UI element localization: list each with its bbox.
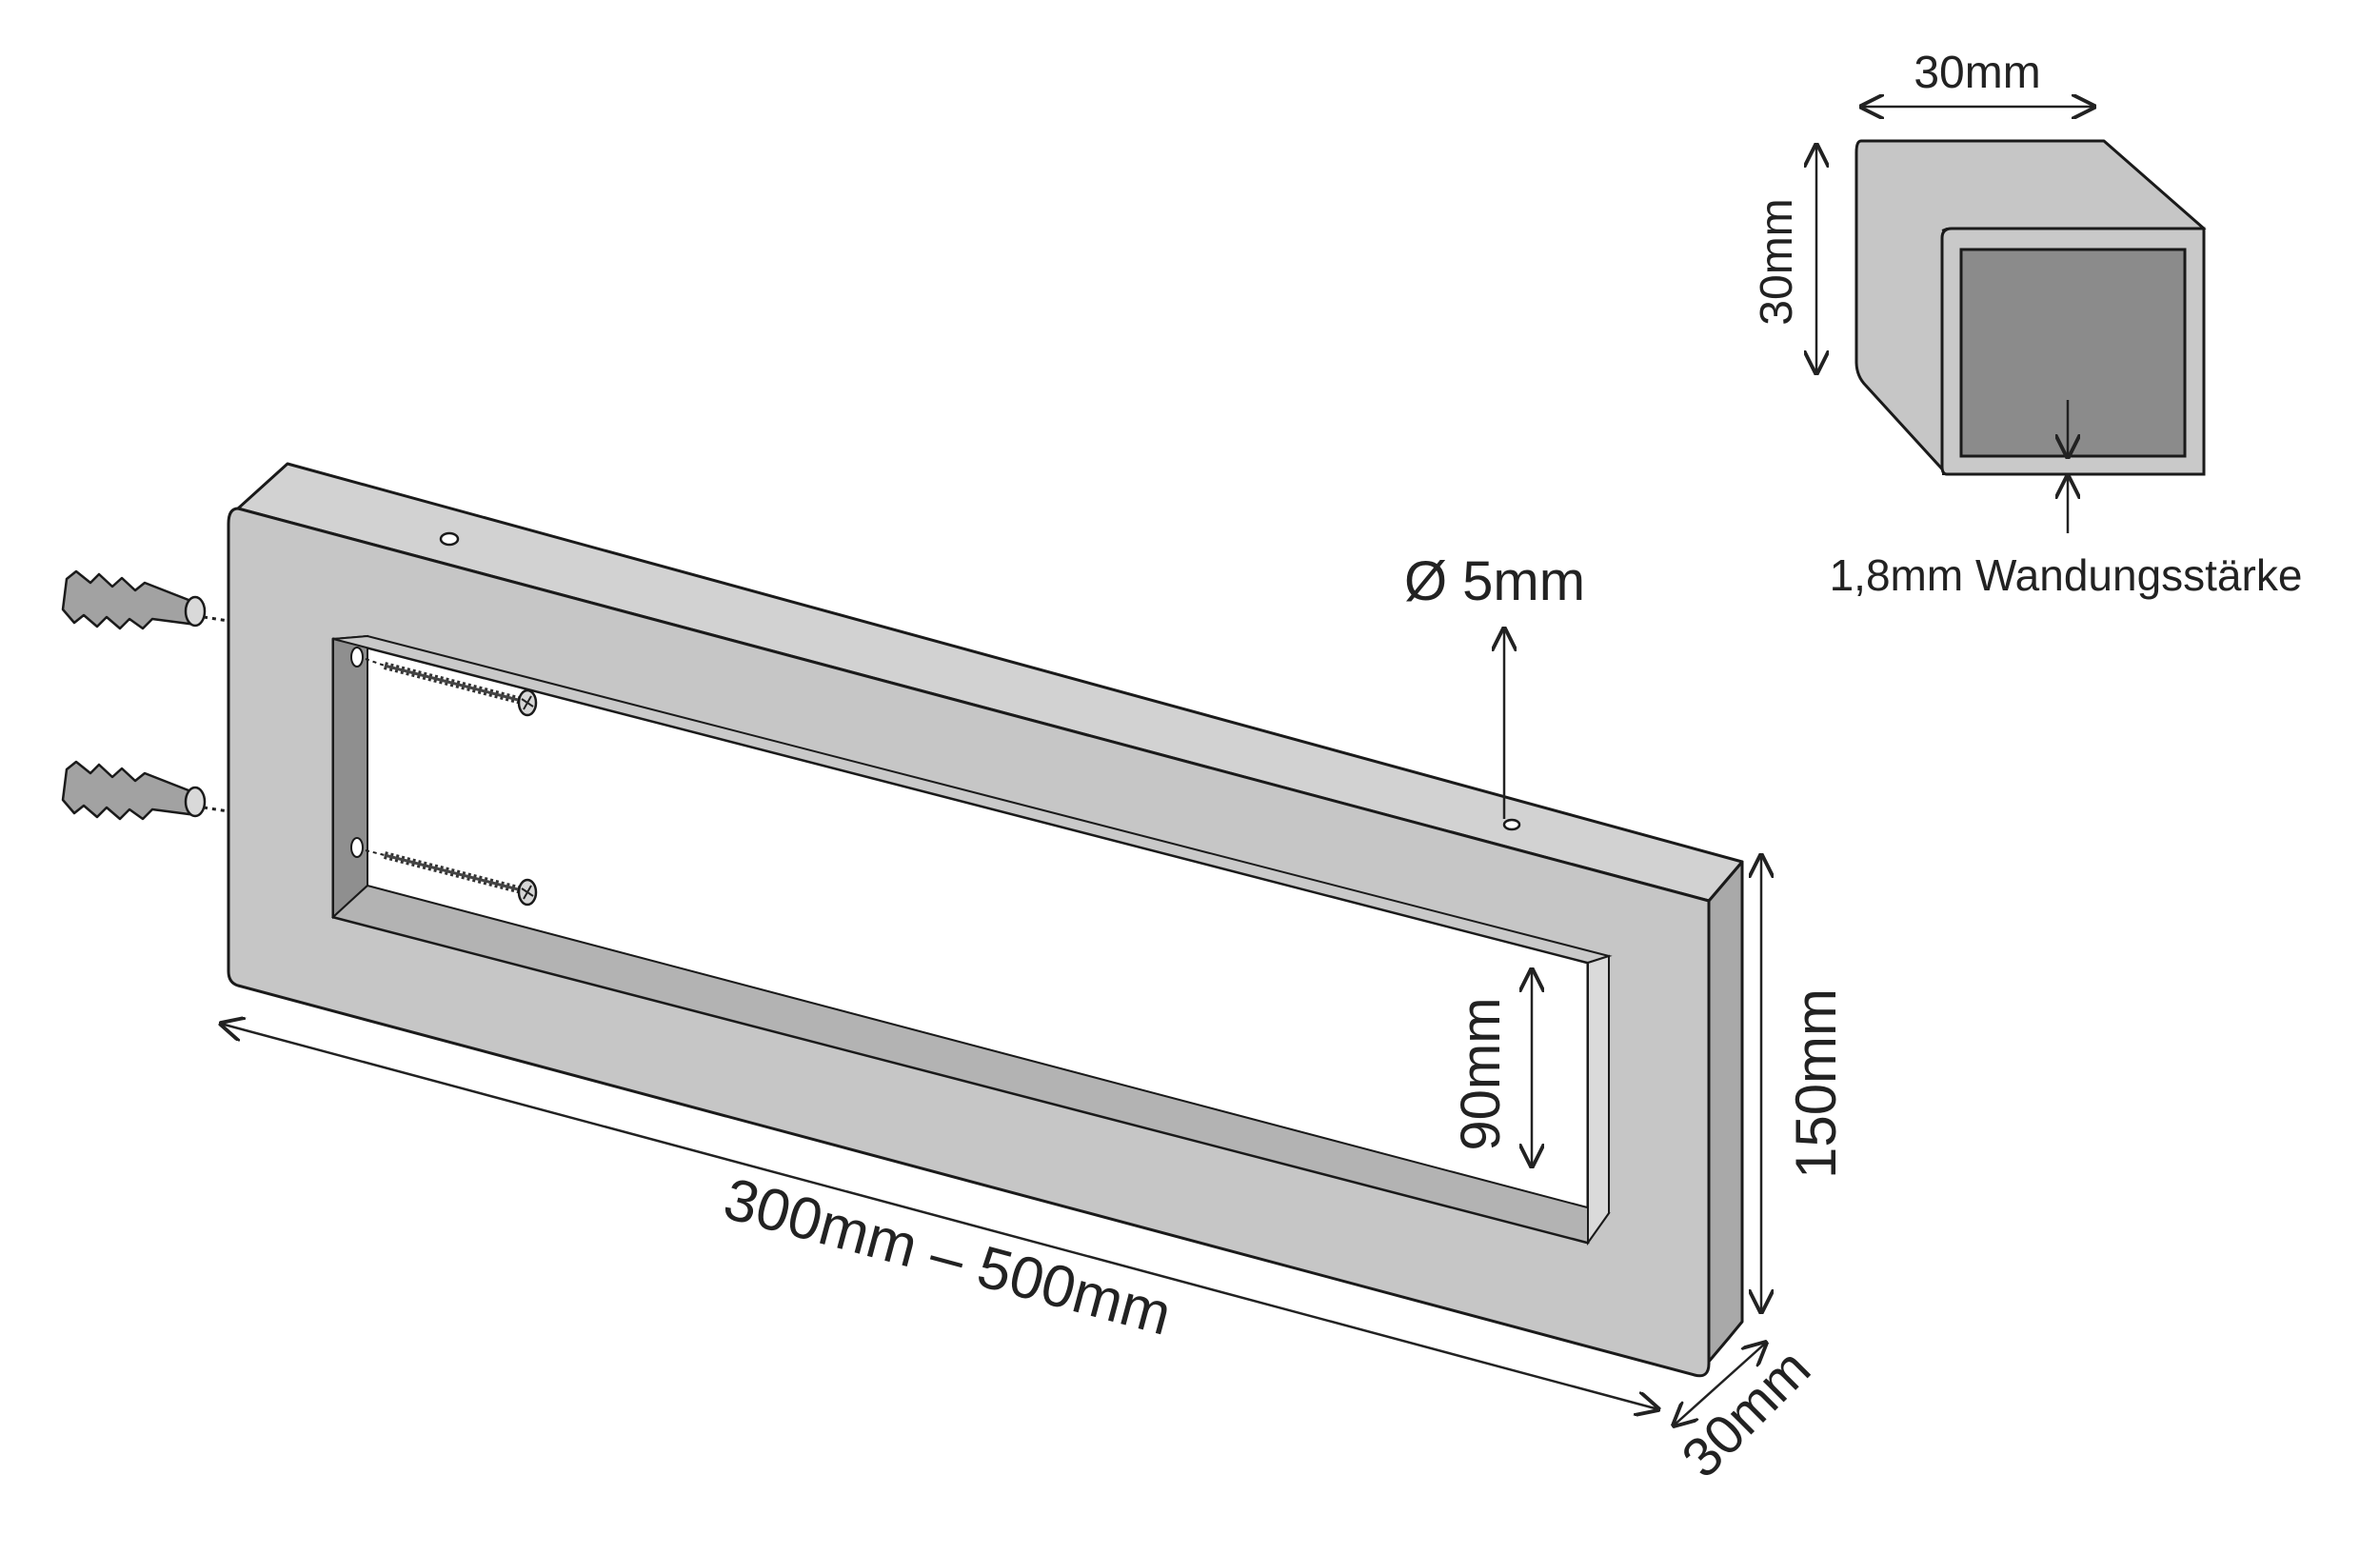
- profile-width-dimension: 30mm: [1861, 48, 2094, 107]
- wall-thickness-label: 1,8mm Wandungsstärke: [1830, 550, 2303, 600]
- wall-plug-icon: [61, 569, 229, 630]
- top-hole-right: [1502, 818, 1521, 831]
- wall-plug-icon: [61, 760, 229, 821]
- top-hole-left: [439, 531, 460, 547]
- window-right-wall: [1587, 954, 1610, 1246]
- inner-hole-bottom: [350, 837, 364, 858]
- wood-screw-icon: [365, 849, 538, 907]
- wood-screw-icon: [365, 658, 538, 717]
- wall-thickness-callout: 1,8mm Wandungsstärke: [1830, 400, 2303, 600]
- inner-height-dimension: 90mm: [1450, 969, 1532, 1166]
- height-label: 150mm: [1784, 988, 1848, 1179]
- square-tube-cross-section: [1854, 139, 2207, 476]
- profile-height-label: 30mm: [1752, 198, 1802, 325]
- inner-height-label: 90mm: [1450, 997, 1512, 1150]
- profile-hollow: [1959, 248, 2187, 458]
- inner-hole-top: [350, 647, 364, 668]
- profile-height-dimension: 30mm: [1752, 145, 1816, 373]
- window-bottom-wall: [330, 884, 1611, 1245]
- height-dimension: 150mm: [1761, 855, 1848, 1312]
- window-left-wall: [332, 634, 368, 920]
- hole-diameter-label: Ø 5mm: [1404, 550, 1585, 612]
- hole-diameter-callout: Ø 5mm: [1404, 550, 1585, 819]
- profile-width-label: 30mm: [1914, 48, 2040, 98]
